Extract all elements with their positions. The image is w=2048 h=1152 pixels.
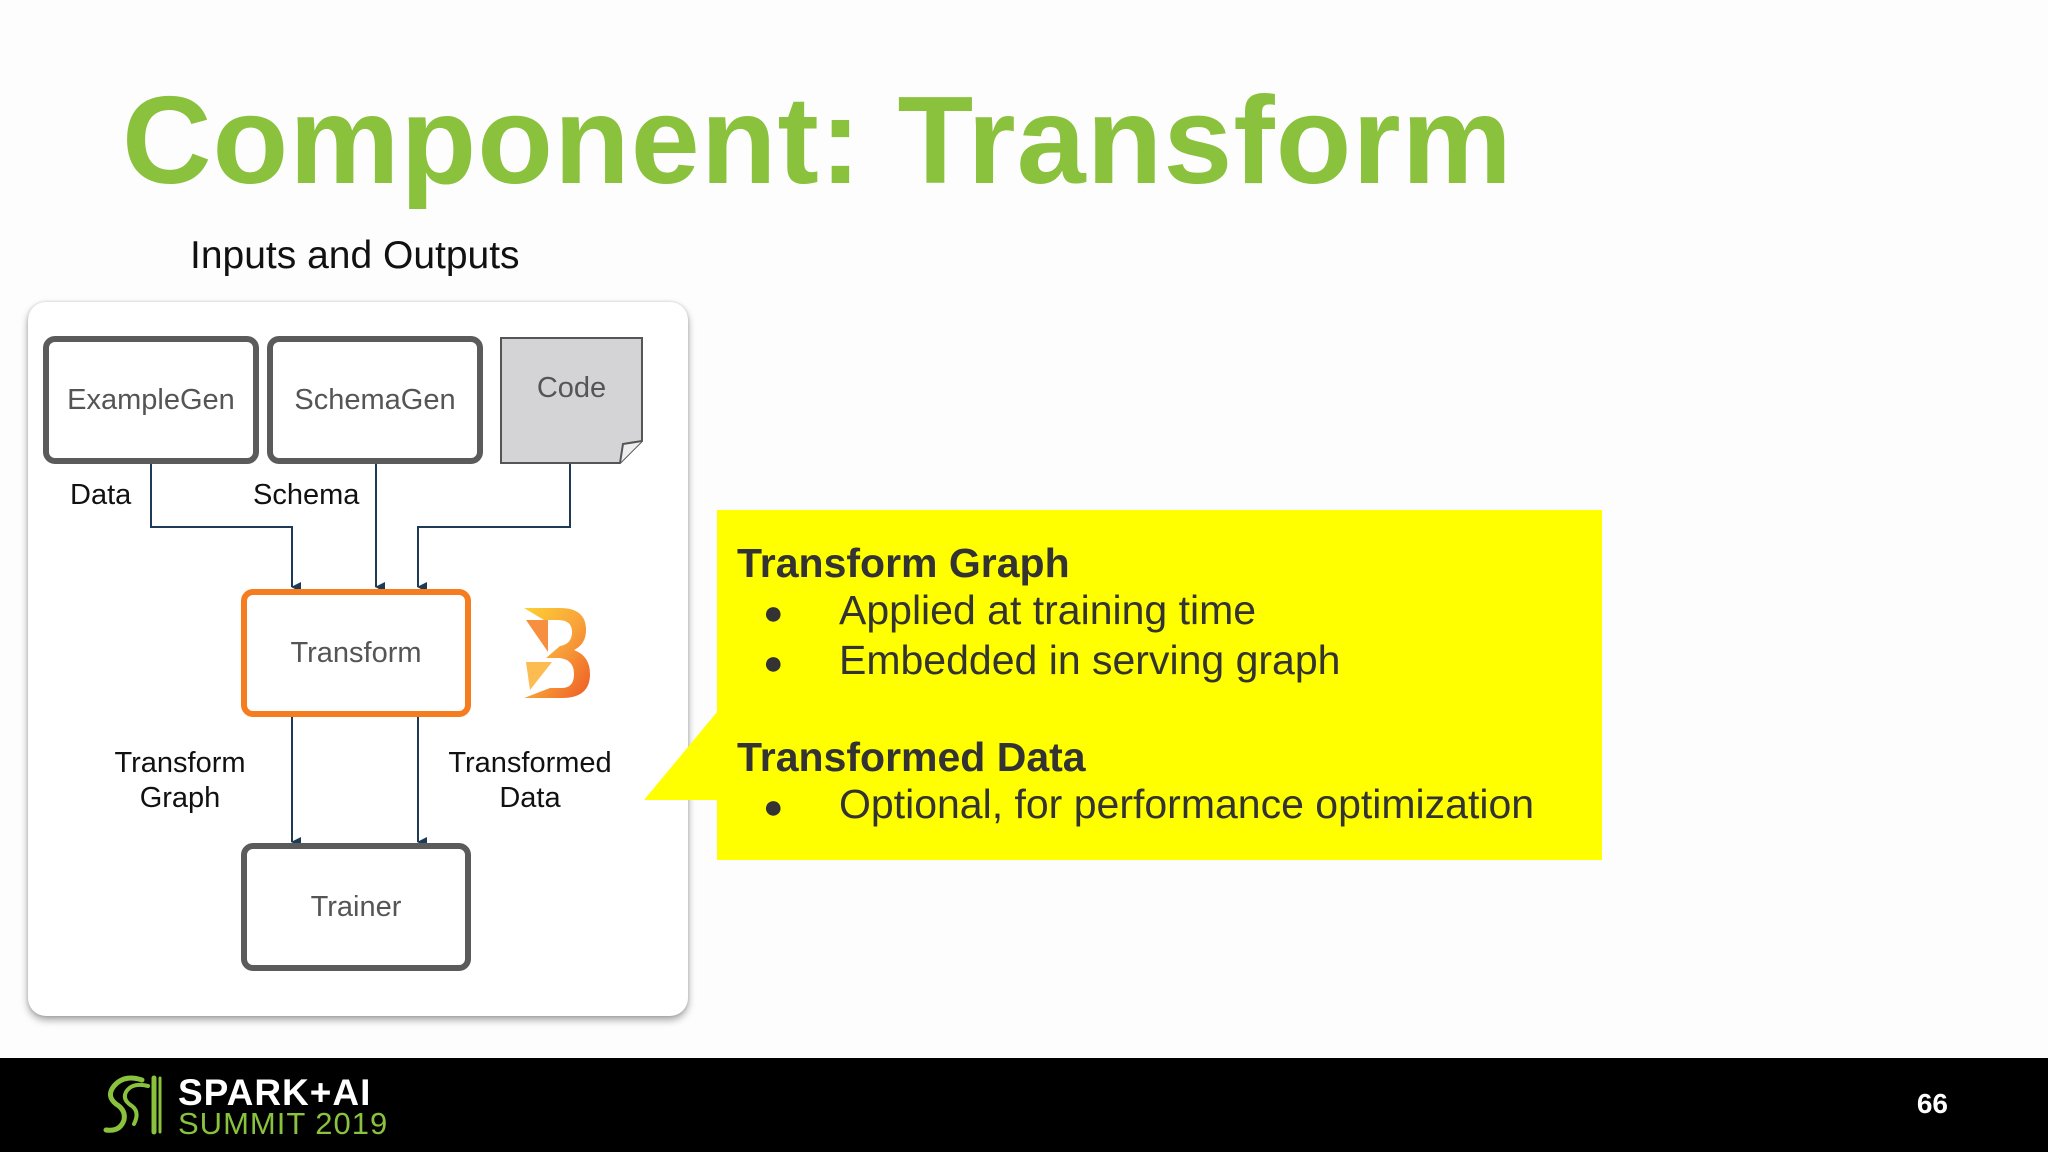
diagram-subtitle: Inputs and Outputs (190, 234, 520, 277)
footer-bar: SPARK+AI SUMMIT 2019 66 (0, 1058, 2048, 1152)
node-code: Code (536, 372, 607, 404)
list-item: ● Applied at training time (763, 587, 1257, 633)
spark-ai-logo-icon (103, 1075, 162, 1135)
edge-label-data: Data (70, 479, 132, 511)
slide-title: Component: Transform (122, 72, 1513, 210)
data-arrow (150, 462, 301, 592)
callout-text: Transform Graph ● Applied at training ti… (737, 540, 1597, 831)
brand-name: SPARK+AI (178, 1072, 372, 1113)
edge-label-transform-graph: Transform Graph (114, 747, 246, 814)
list-item: ● Embedded in serving graph (763, 637, 1341, 683)
node-transform: Transform (241, 589, 471, 717)
edge-label-schema: Schema (253, 479, 360, 511)
document-icon (500, 337, 643, 464)
code-arrow (417, 462, 571, 592)
brand-event: SUMMIT 2019 (178, 1106, 389, 1141)
node-schemagen: SchemaGen (267, 336, 483, 464)
edge-label-transformed-data: Transformed Data (448, 747, 612, 814)
node-examplegen: ExampleGen (43, 336, 259, 464)
beam-logo-icon (524, 608, 590, 698)
node-trainer: Trainer (241, 843, 471, 971)
page-number: 66 (1916, 1088, 1948, 1119)
callout-heading-transformed-data: Transformed Data (737, 734, 1086, 780)
list-item: ● Optional, for performance optimization (763, 781, 1535, 827)
callout-heading-transform-graph: Transform Graph (737, 540, 1070, 586)
